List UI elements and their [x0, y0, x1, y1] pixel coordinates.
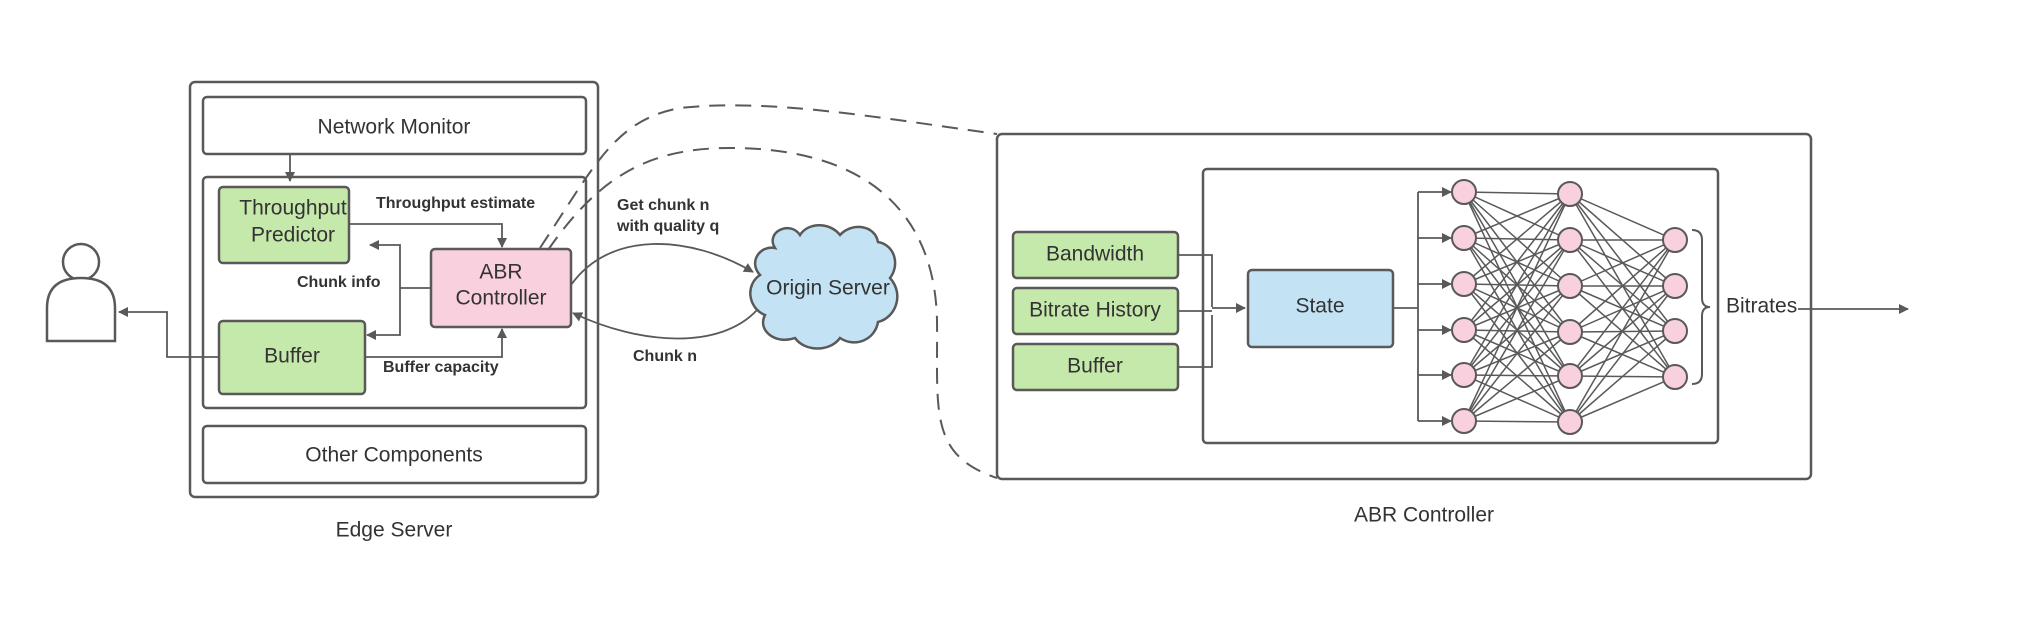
abr-detail-caption: ABR Controller	[1354, 504, 1494, 527]
network-edge	[1463, 191, 1571, 195]
throughput-predictor-label: Throughput	[239, 197, 347, 220]
abr-controller-label-2: Controller	[455, 287, 546, 310]
network-edge	[1463, 374, 1571, 377]
network-edge	[1463, 375, 1571, 422]
neural-network-icon	[1393, 179, 1711, 435]
zoom-line-top	[539, 104, 998, 249]
network-edge	[1463, 193, 1571, 285]
throughput-estimate-label: Throughput estimate	[376, 195, 535, 212]
network-node	[1557, 273, 1583, 299]
other-components-box	[201, 424, 588, 485]
state-label: State	[1295, 295, 1344, 318]
chunk-info-label: Chunk info	[297, 274, 381, 291]
network-node	[1451, 179, 1477, 205]
request-label: Get chunk n	[617, 197, 709, 214]
network-edge	[1463, 285, 1571, 422]
network-edge	[1569, 285, 1676, 423]
network-edge	[1463, 239, 1571, 422]
network-node	[1557, 409, 1583, 435]
network-monitor-label: Network Monitor	[318, 116, 471, 139]
network-monitor-box	[201, 95, 588, 156]
edge-server-caption: Edge Server	[336, 519, 453, 542]
cloud-icon	[749, 224, 899, 350]
network-node	[1662, 227, 1688, 253]
network-edge	[1569, 376, 1676, 423]
abr-controller-label: ABR	[479, 261, 522, 284]
network-edge	[1569, 239, 1676, 333]
network-edge	[1463, 193, 1571, 422]
network-node	[1662, 273, 1688, 299]
request-label-2: with quality q	[616, 218, 719, 235]
network-edge	[1463, 193, 1571, 376]
network-edge	[1463, 331, 1571, 422]
chunk-info-to-buffer-arrow	[366, 288, 401, 340]
network-input-arrows	[1393, 187, 1452, 426]
network-node	[1451, 271, 1477, 297]
network-node	[1662, 364, 1688, 390]
network-edge	[1569, 239, 1676, 287]
input-connectors	[1178, 254, 1246, 368]
request-arrow	[570, 243, 754, 286]
zoom-lines	[539, 104, 998, 479]
output-brace	[1691, 229, 1711, 385]
abr-inner-frame	[1201, 167, 1720, 445]
buffer-capacity-label: Buffer capacity	[383, 359, 499, 376]
network-edge	[1569, 239, 1676, 377]
throughput-predictor-label-2: Predictor	[251, 224, 335, 247]
network-node	[1451, 408, 1477, 434]
network-node	[1557, 319, 1583, 345]
response-label: Chunk n	[633, 348, 697, 365]
other-components-label: Other Components	[305, 444, 482, 467]
network-edges	[1463, 191, 1676, 423]
bandwidth-input-label: Bandwidth	[1046, 243, 1144, 266]
network-node	[1557, 227, 1583, 253]
buffer-label: Buffer	[264, 345, 320, 368]
throughput-estimate-arrow	[349, 223, 507, 248]
network-node	[1451, 225, 1477, 251]
response-arrow	[572, 309, 758, 340]
network-nodes	[1451, 179, 1688, 435]
network-node	[1662, 318, 1688, 344]
buffer-input-label: Buffer	[1067, 355, 1123, 378]
person-icon	[45, 242, 117, 343]
bitrates-label: Bitrates	[1726, 295, 1797, 318]
network-node	[1451, 317, 1477, 343]
chunk-info-to-predictor-arrow	[369, 240, 401, 288]
network-edge	[1569, 193, 1676, 241]
network-node	[1557, 363, 1583, 389]
network-edge	[1463, 193, 1571, 239]
network-edge	[1463, 193, 1571, 331]
edge-server-connectors	[118, 154, 507, 358]
bitrate-history-input-label: Bitrate History	[1029, 299, 1161, 322]
origin-server-label: Origin Server	[766, 277, 890, 300]
buffer-to-user-arrow	[118, 307, 219, 358]
network-node	[1451, 362, 1477, 388]
network-node	[1557, 181, 1583, 207]
throughput-predictor-box	[217, 185, 351, 265]
zoom-line-bottom	[547, 146, 998, 479]
origin-connectors	[570, 243, 758, 340]
network-edge	[1569, 239, 1676, 423]
buffer-capacity-arrow	[365, 328, 507, 358]
network-edge	[1463, 420, 1571, 423]
state-to-network-connector	[1393, 192, 1419, 421]
network-edge	[1569, 330, 1676, 423]
